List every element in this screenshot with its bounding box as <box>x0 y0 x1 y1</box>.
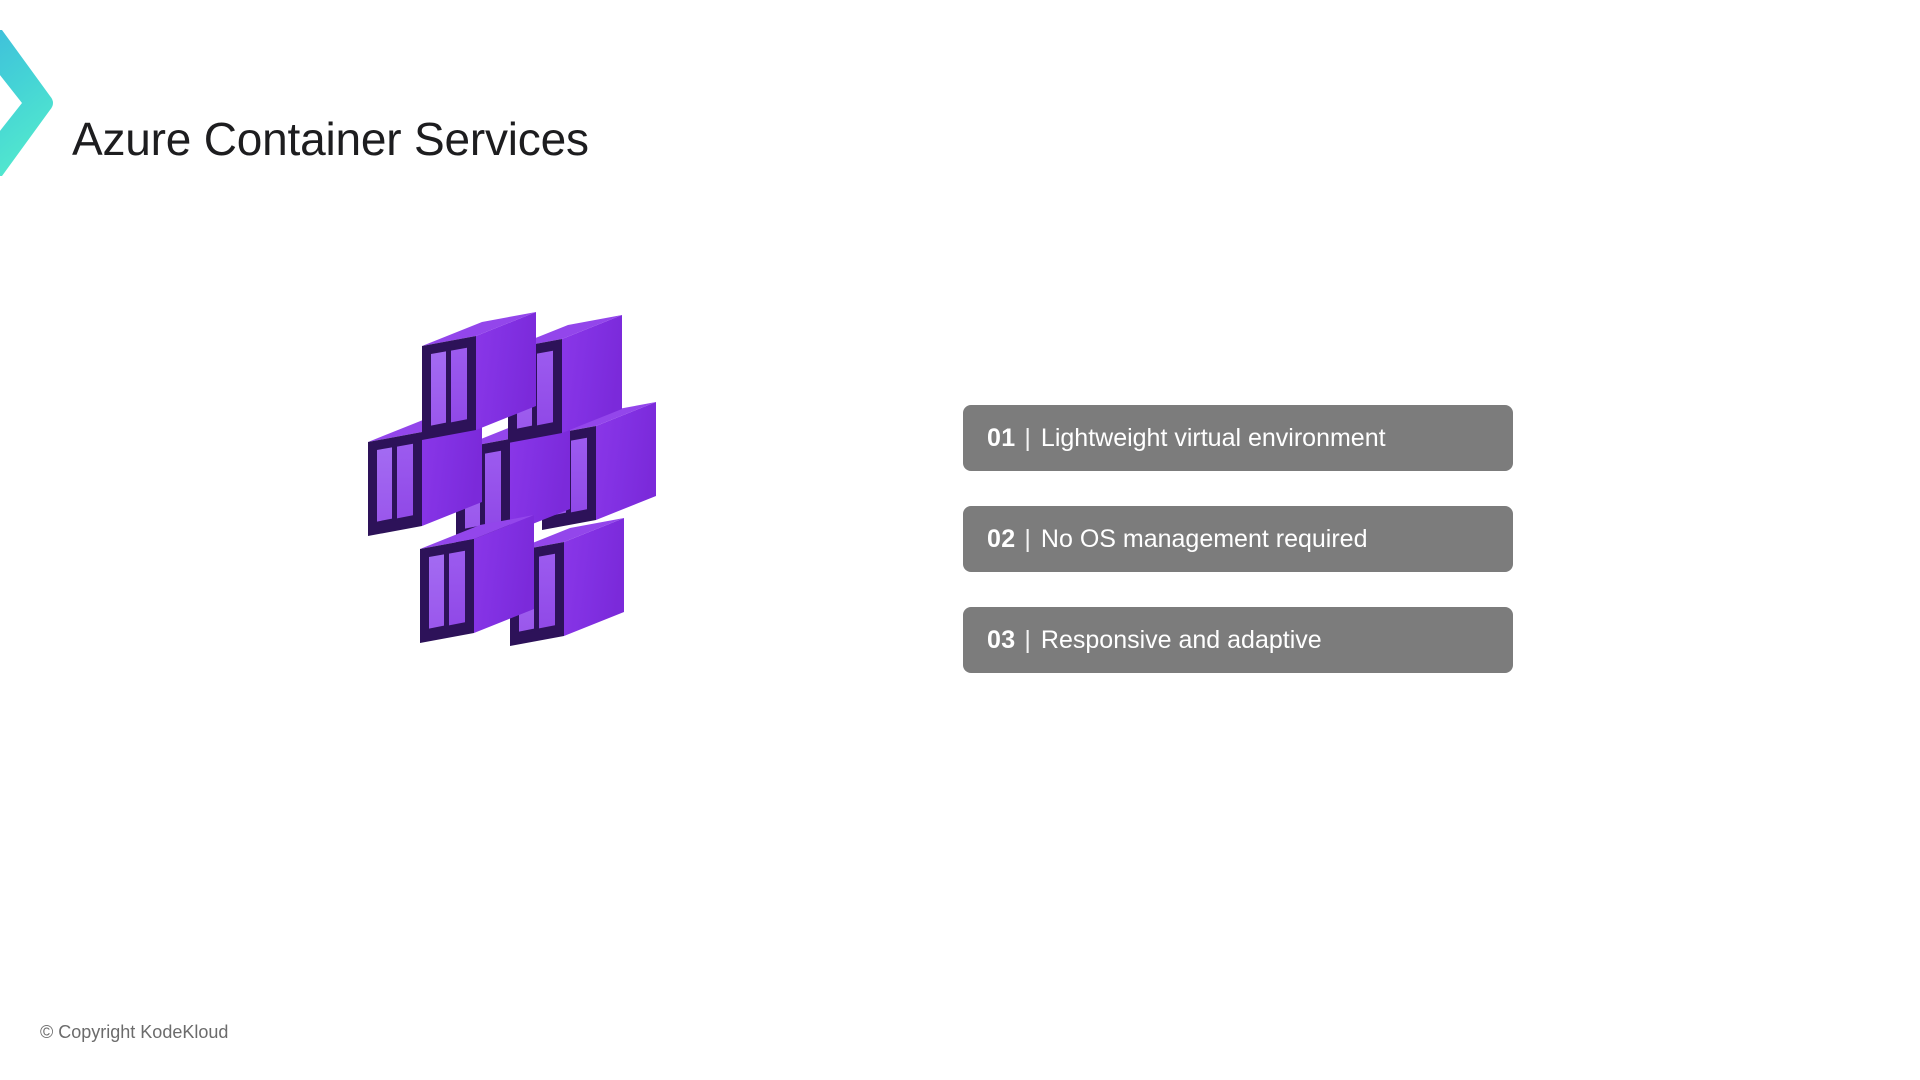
feature-label-01: Lightweight virtual environment <box>1040 423 1386 452</box>
page-title: Azure Container Services <box>72 112 589 165</box>
feature-index-03: 03 <box>987 625 1016 654</box>
feature-index-02: 02 <box>987 524 1016 553</box>
chevron-right-logo-icon <box>0 28 56 178</box>
container-cluster-illustration <box>360 310 780 700</box>
feature-separator: | <box>1024 423 1031 452</box>
feature-badge-01[interactable]: 01 | Lightweight virtual environment <box>963 405 1513 471</box>
footer-copyright: © Copyright KodeKloud <box>40 1022 229 1042</box>
feature-badge-02[interactable]: 02 | No OS management required <box>963 506 1513 572</box>
feature-index-01: 01 <box>987 423 1016 452</box>
feature-label-02: No OS management required <box>1040 524 1368 553</box>
feature-separator: | <box>1024 625 1031 654</box>
feature-badge-list: 01 | Lightweight virtual environment 02 … <box>963 405 1513 673</box>
feature-label-03: Responsive and adaptive <box>1040 625 1322 654</box>
feature-separator: | <box>1024 524 1031 553</box>
feature-badge-03[interactable]: 03 | Responsive and adaptive <box>963 607 1513 673</box>
